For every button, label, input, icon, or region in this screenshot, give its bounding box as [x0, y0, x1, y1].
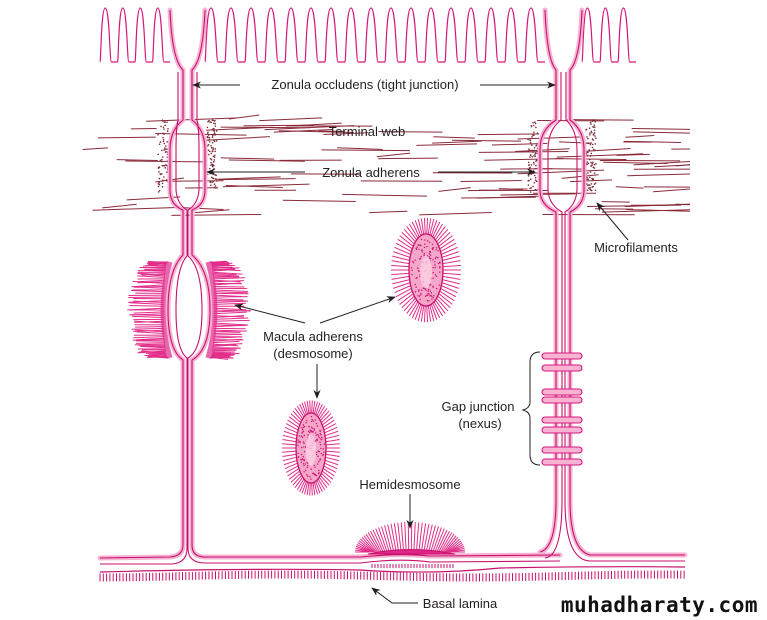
- filament: [587, 204, 682, 207]
- gap-junction-connexons: [541, 352, 583, 466]
- watermark: muhadharaty.com: [561, 593, 758, 617]
- filament: [570, 179, 613, 183]
- filament: [653, 188, 691, 193]
- filament: [259, 117, 323, 122]
- macula-adherens-left-membrane: [127, 260, 251, 360]
- filament: [323, 132, 369, 136]
- filament: [282, 199, 356, 202]
- label-macula-adherens: Macula adherens: [263, 329, 363, 344]
- filament: [460, 180, 522, 183]
- hemidesmosome-structure: [355, 522, 465, 568]
- filament: [292, 122, 342, 127]
- filament: [378, 157, 438, 160]
- filament: [92, 206, 181, 211]
- terminal-web-filaments: [82, 114, 691, 216]
- filament: [214, 176, 281, 180]
- filament: [438, 187, 471, 192]
- desmosome-upper: [391, 217, 461, 323]
- filament: [273, 129, 333, 133]
- filament: [369, 210, 408, 214]
- filament: [559, 141, 592, 144]
- label-zonula-occludens: Zonula occludens (tight junction): [271, 77, 458, 92]
- filament: [625, 134, 655, 138]
- filament: [342, 193, 427, 197]
- filament: [337, 147, 383, 150]
- filament: [478, 151, 569, 153]
- right-lateral-membrane: [537, 7, 688, 562]
- filament: [477, 133, 540, 136]
- filament: [615, 186, 644, 189]
- left-lateral-membrane: [97, 7, 563, 565]
- filament: [675, 203, 691, 206]
- microvillus: [99, 7, 170, 63]
- filament: [468, 189, 524, 192]
- filament: [631, 127, 691, 130]
- filament: [582, 147, 631, 153]
- arrow-macula-left: [234, 303, 306, 324]
- filament: [419, 211, 492, 216]
- filament: [603, 161, 668, 165]
- filament: [97, 136, 156, 139]
- basal-lamina-structure: [99, 566, 686, 582]
- label-gap-junction: Gap junction: [442, 399, 515, 414]
- arrow-basal-lamina: [371, 587, 418, 604]
- filament: [264, 125, 355, 131]
- label-microfilaments: Microfilaments: [594, 240, 678, 255]
- filament: [452, 139, 522, 142]
- filament: [416, 143, 478, 146]
- filament: [567, 119, 634, 121]
- label-hemidesmosome: Hemidesmosome: [359, 477, 460, 492]
- filament: [561, 174, 599, 179]
- filament: [125, 160, 205, 163]
- label-arrows: [192, 81, 629, 604]
- label-nexus: (nexus): [458, 416, 501, 431]
- filament: [116, 159, 158, 161]
- filament: [616, 153, 650, 156]
- filament: [601, 209, 691, 213]
- filament: [82, 147, 108, 150]
- filament: [433, 136, 475, 139]
- label-desmosome: (desmosome): [273, 346, 352, 361]
- label-zonula-adherens: Zonula adherens: [322, 165, 420, 180]
- microvillus: [581, 7, 636, 63]
- filament: [376, 152, 411, 158]
- filament: [654, 164, 691, 168]
- filament: [555, 158, 627, 161]
- filament: [195, 209, 230, 214]
- arrow-macula-upper: [319, 296, 396, 324]
- filament: [225, 184, 283, 188]
- desmosome-lower: [282, 400, 340, 496]
- filament: [171, 213, 262, 216]
- arrow-microfilaments: [596, 202, 629, 241]
- filament: [220, 157, 275, 160]
- filament: [484, 158, 564, 161]
- filament: [228, 159, 305, 162]
- filament: [601, 201, 630, 203]
- filament: [556, 153, 644, 158]
- filament: [220, 126, 311, 129]
- microvilli: [99, 7, 636, 63]
- filament: [627, 173, 691, 177]
- label-terminal-web: Terminal web: [329, 124, 406, 139]
- filament: [461, 196, 536, 199]
- filament: [321, 149, 410, 152]
- microvillus: [204, 7, 545, 63]
- filament: [218, 178, 296, 181]
- filament: [432, 140, 482, 144]
- label-basal-lamina: Basal lamina: [423, 596, 498, 611]
- filament: [102, 203, 137, 209]
- filament: [205, 136, 270, 141]
- filament: [633, 131, 691, 134]
- gap-junction-brace: [521, 351, 541, 466]
- filament: [378, 131, 443, 133]
